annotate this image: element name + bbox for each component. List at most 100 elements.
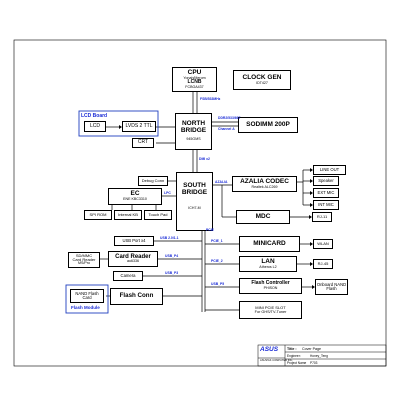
sd-mmc-title: SD/MMC: [75, 252, 93, 258]
rj11-title: RJ-11: [316, 213, 328, 219]
line-out-block: LINE OUT: [313, 165, 346, 175]
lcd-title: LCD: [89, 122, 100, 129]
cpu-sub3: FCBGA437: [185, 84, 204, 89]
bus-label-azalia: AZALIA: [215, 180, 228, 184]
spi-rom-block: SPI ROM: [84, 210, 112, 220]
flash-controller-block: Flash Controller PHISON: [239, 278, 302, 294]
project-value: P703: [310, 361, 318, 365]
sodimm-title: SODIMM 200P: [246, 120, 290, 128]
speaker-title: Speaker: [318, 177, 334, 183]
sd-mmc-sub2: MS/Pro: [78, 261, 90, 266]
north-bridge-block: NORTH BRIDGE 945GMS: [175, 113, 212, 150]
card-reader-block: Card Reader au6336: [108, 251, 158, 267]
lan-block: LAN Atheros L2: [239, 256, 297, 272]
cpu-title: CPU: [187, 68, 202, 76]
azalia-title: AZALIA CODEC: [240, 177, 289, 185]
flash-conn-block: Flash Conn: [110, 288, 163, 305]
lcd-block: LCD: [84, 121, 106, 132]
speaker-block: Speaker: [313, 176, 339, 186]
usb-port-block: USB Port x4: [114, 236, 154, 246]
lvds-block: LVDS 2 TTL: [122, 121, 156, 132]
card-reader-sub: au6336: [127, 259, 139, 264]
line-out-title: LINE OUT: [319, 166, 340, 172]
internal-kb-block: Internal KB: [114, 210, 142, 220]
lvds-title: LVDS 2 TTL: [125, 122, 153, 129]
sodimm-block: SODIMM 200P: [238, 117, 298, 133]
lan-title: LAN: [261, 257, 275, 265]
crt-title: CRT: [137, 139, 149, 146]
sd-mmc-block: SD/MMC Card Reader MS/Pro: [68, 252, 100, 268]
engineer-name: Honey_Teng: [310, 354, 328, 358]
bus-label-usb-p4: USB_P4: [165, 254, 179, 258]
project-label: Project Name: [287, 361, 307, 365]
flash-controller-title: Flash Controller: [251, 280, 290, 287]
nand-flash-card-block: NAND Flash Card: [70, 289, 104, 303]
onboard-nand-title: Onboard NAND Flash: [316, 281, 347, 291]
clock-gen-title: CLOCK GEN: [242, 73, 282, 81]
south-bridge-sub: ICH7-M: [188, 205, 201, 210]
int-mic-title: INT MIC: [318, 201, 334, 207]
bus-label-ddr: DDR2/533/667: [218, 116, 241, 120]
ec-block: EC ENE KBC3310: [108, 188, 162, 205]
ec-sub: ENE KBC3310: [123, 197, 147, 202]
clock-gen-block: CLOCK GEN IDT427: [233, 70, 291, 90]
lan-sub: Atheros L2: [259, 264, 277, 269]
azalia-codec-block: AZALIA CODEC Realtek ALC269: [232, 176, 297, 192]
ext-mic-title: EXT MIC: [317, 189, 335, 195]
nand-flash-card-title: NAND Flash Card: [75, 290, 99, 300]
mini-pcie-line1: MINI PCIE SLOT: [255, 304, 286, 310]
minicard-block: MINICARD: [239, 236, 300, 252]
north-bridge-title: NORTH BRIDGE: [180, 120, 207, 135]
rj11-block: RJ-11: [312, 212, 332, 222]
touch-pad-title: Touch Pad: [148, 211, 168, 217]
wlan-title: WLAN: [317, 240, 329, 246]
engineer-label: Engineer:: [287, 354, 301, 358]
minicard-title: MINICARD: [253, 239, 286, 247]
rj45-title: RJ-45: [317, 260, 329, 266]
cpu-block: CPU Yonah/Merom LCNB FCBGA437: [172, 67, 217, 92]
bus-label-lpc: LPC: [164, 191, 171, 195]
bus-label-usb: USB 2.0/1.1: [160, 236, 179, 240]
bus-label-pcie: PCIE: [206, 228, 214, 232]
onboard-nand-block: Onboard NAND Flash: [315, 279, 348, 295]
mini-pcie-line2: For GHS/TV-Tuner: [254, 310, 287, 315]
flash-controller-sub: PHISON: [263, 285, 278, 290]
ext-mic-block: EXT MIC: [313, 188, 339, 198]
debug-conn-block: Debug Conn: [138, 176, 168, 186]
cpu-sub1: Yonah/Merom: [183, 75, 206, 80]
bus-label-usb-p5: USB_P5: [211, 282, 225, 286]
asus-logo: ASUS: [260, 346, 279, 353]
bus-label-usb-p3: USB_P3: [165, 271, 179, 275]
title-value: Cover Page: [302, 347, 321, 351]
clock-gen-sub: IDT427: [256, 80, 268, 85]
internal-kb-title: Internal KB: [118, 211, 138, 217]
camera-title: Camera: [120, 272, 136, 278]
bus-label-pcie2: PCIE_2: [211, 259, 223, 263]
bus-label-channel: Channel A: [218, 127, 235, 131]
lcd-board-label: LCD Board: [81, 113, 108, 119]
camera-block: Camera: [113, 271, 143, 281]
wlan-block: WLAN: [313, 239, 333, 249]
cpu-sub2: LCNB: [187, 79, 202, 86]
bus-label-dmi: DMI x2: [199, 157, 210, 161]
touch-pad-block: Touch Pad: [144, 210, 172, 220]
ec-title: EC: [130, 190, 140, 198]
spi-rom-title: SPI ROM: [89, 211, 107, 217]
bus-label-fsb: FSB/533MHz: [200, 97, 221, 101]
azalia-sub: Realtek ALC269: [251, 184, 278, 189]
company-name: ASUSTeK COMPUTER INC.: [260, 359, 294, 362]
north-bridge-sub: 945GMS: [186, 136, 201, 141]
rj45-block: RJ-45: [313, 259, 333, 269]
mdc-block: MDC: [236, 210, 290, 224]
flash-conn-title: Flash Conn: [119, 292, 154, 300]
crt-block: CRT: [132, 138, 154, 148]
usb-port-title: USB Port x4: [122, 237, 146, 243]
debug-conn-title: Debug Conn: [141, 177, 165, 183]
bus-label-pcie1: PCIE_1: [211, 239, 223, 243]
south-bridge-title: SOUTH BRIDGE: [181, 182, 208, 196]
flash-module-label: Flash Module: [71, 305, 100, 310]
mini-pcie-slot-block: MINI PCIE SLOT For GHS/TV-Tuner: [239, 301, 302, 319]
south-bridge-block: SOUTH BRIDGE ICH7-M: [176, 172, 213, 231]
